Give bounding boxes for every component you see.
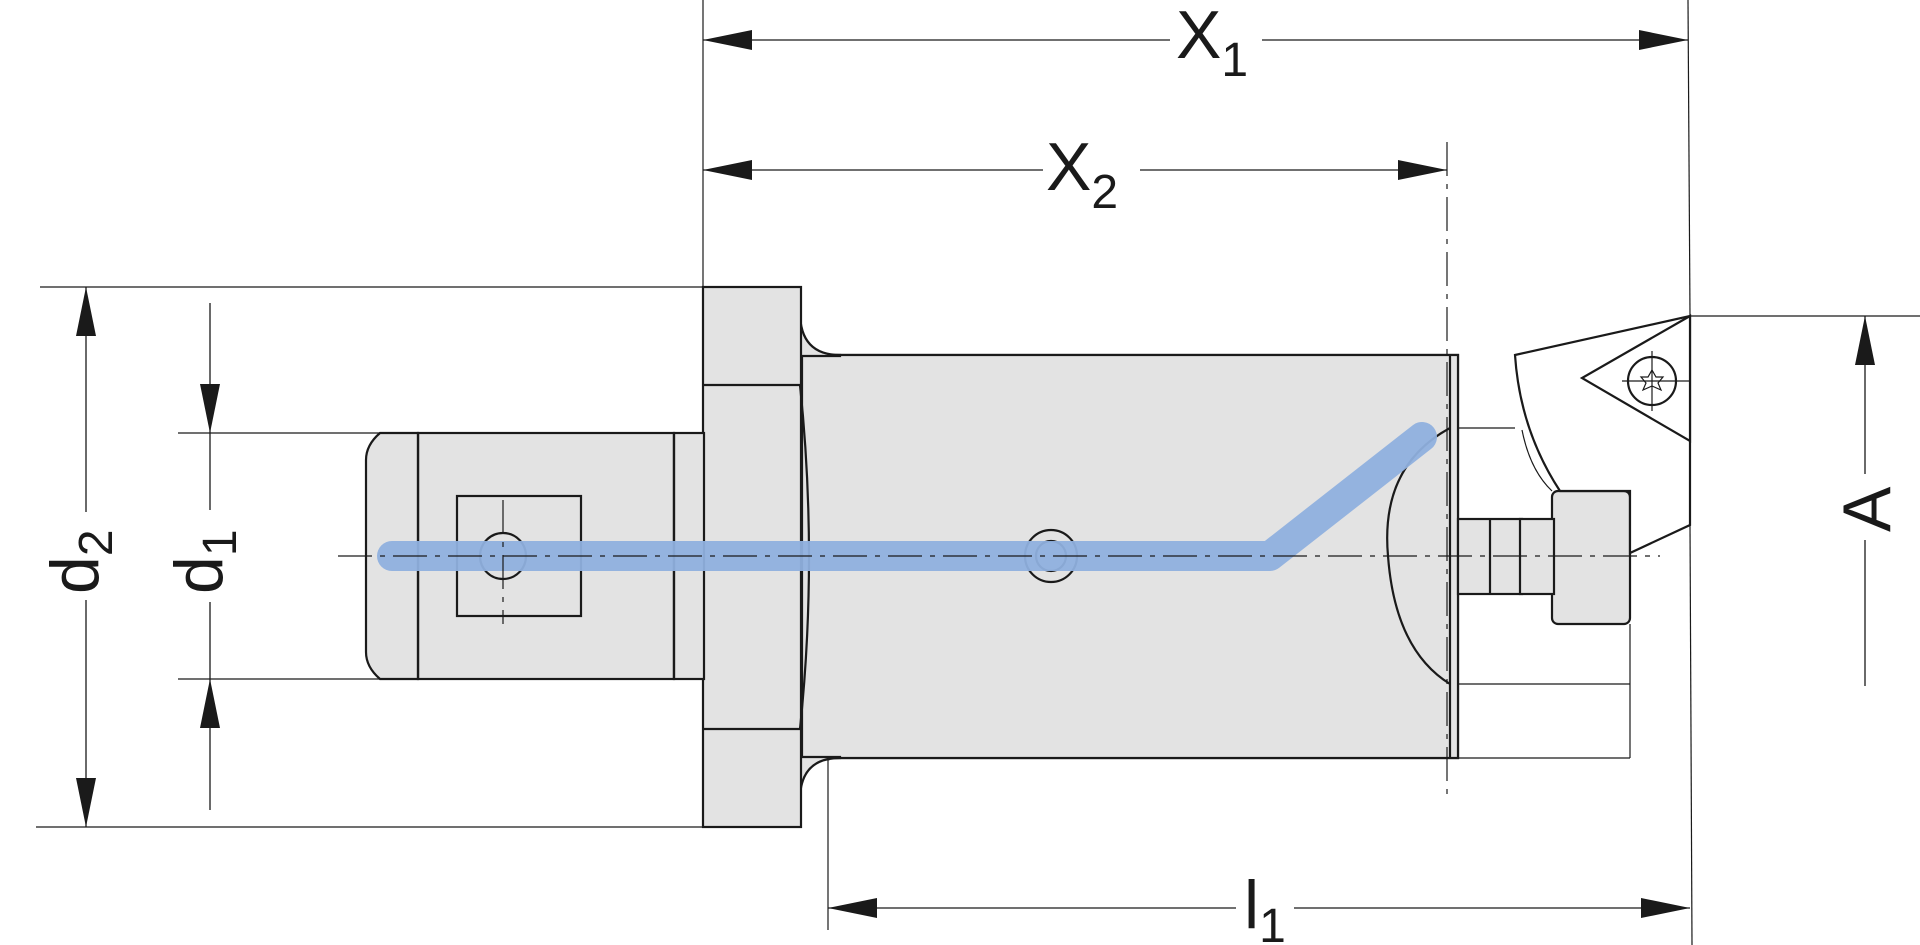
l1-arrow-right [1641, 898, 1690, 918]
d1-arrow-top [200, 384, 220, 433]
dimension-x1: X1 [703, 0, 1688, 87]
d1-arrow-bottom [200, 679, 220, 728]
screw-head [1550, 489, 1632, 626]
x2-arrow-right [1398, 160, 1447, 180]
dimension-d1: d1 [161, 303, 247, 810]
x1-arrow-right [1639, 30, 1688, 50]
l1-subscript: 1 [1259, 900, 1286, 945]
d2-subscript: 2 [70, 529, 123, 556]
x2-subscript: 2 [1091, 166, 1118, 219]
dimension-a: A [1829, 316, 1905, 686]
x1-subscript: 1 [1221, 34, 1248, 87]
x1-label: X [1176, 0, 1221, 73]
insert-seat-curve [1521, 429, 1553, 492]
fillet-top [798, 311, 842, 358]
svg-text:d1: d1 [161, 529, 247, 594]
svg-text:l1: l1 [1244, 867, 1286, 945]
x2-label: X [1046, 129, 1091, 205]
insert-triangle [1579, 314, 1692, 443]
l1-label: l [1244, 867, 1259, 943]
a-arrow-top [1855, 316, 1875, 365]
x2-arrow-left [703, 160, 752, 180]
d1-label: d [161, 556, 237, 594]
svg-text:X2: X2 [1046, 129, 1118, 219]
l1-arrow-left [828, 898, 877, 918]
dimension-x2: X2 [703, 129, 1447, 219]
svg-text:A: A [1829, 486, 1905, 532]
d2-arrow-bottom [76, 778, 96, 827]
svg-text:d2: d2 [37, 529, 123, 594]
d1-subscript: 1 [194, 529, 247, 556]
d2-label: d [37, 556, 113, 594]
extension-lines [36, 0, 1920, 945]
x1-arrow-left [703, 30, 752, 50]
fillet-bottom [798, 755, 842, 801]
a-label: A [1829, 486, 1905, 532]
d2-arrow-top [76, 287, 96, 336]
dimension-d2: d2 [37, 287, 123, 827]
svg-text:X1: X1 [1176, 0, 1248, 87]
dimension-l1: l1 [828, 867, 1690, 945]
